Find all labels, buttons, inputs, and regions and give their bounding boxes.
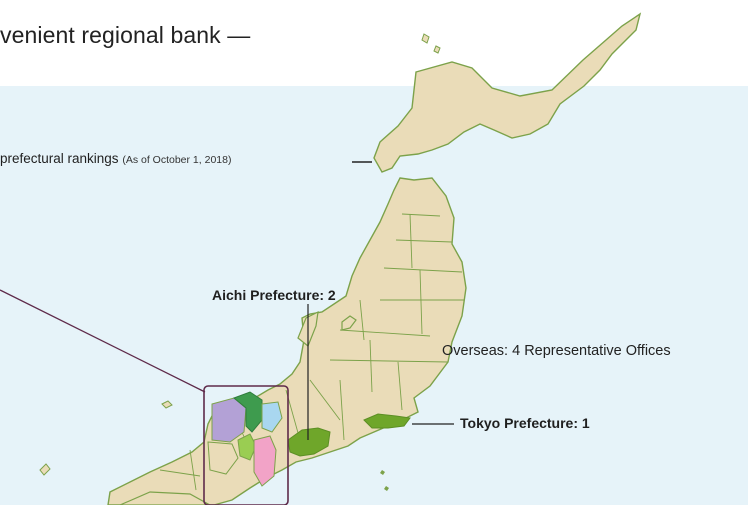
nara-region — [253, 435, 277, 487]
izu-islet-1 — [380, 470, 385, 475]
tokyo-prefecture-region — [363, 413, 411, 429]
sado-island — [341, 315, 357, 331]
hokkaido-island — [373, 12, 642, 173]
oki-islet — [161, 400, 173, 409]
honshu-island — [107, 177, 467, 505]
osaka-region — [237, 433, 257, 461]
aichi-callout: Aichi Prefecture: 2 — [212, 287, 336, 303]
izu-islet-2 — [384, 486, 389, 491]
hyogo-region — [207, 441, 239, 475]
page-heading: venient regional bank — — [0, 22, 251, 48]
inset-leader-line — [0, 289, 206, 393]
aichi-prefecture-region — [287, 427, 331, 457]
tokyo-callout: Tokyo Prefecture: 1 — [460, 415, 590, 431]
shikoku-island — [119, 491, 211, 505]
shiga-region — [233, 391, 263, 433]
western-islet — [39, 463, 51, 476]
northern-islet — [433, 45, 441, 54]
overseas-callout: Overseas: 4 Representative Offices — [442, 343, 671, 359]
rishiri-island — [421, 33, 430, 44]
rankings-label: prefectural rankings — [0, 151, 119, 166]
fukui-edge-region — [261, 401, 283, 433]
rankings-date-note: (As of October 1, 2018) — [122, 154, 232, 166]
prefecture-borders — [159, 213, 464, 491]
rankings-caption: prefectural rankings (As of October 1, 2… — [0, 151, 231, 166]
kansai-inset-frame — [203, 385, 289, 505]
